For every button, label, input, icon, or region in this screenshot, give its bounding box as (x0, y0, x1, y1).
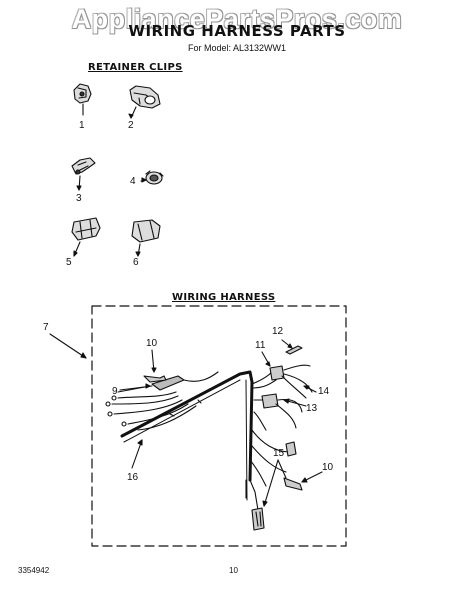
callout-11: 11 (255, 340, 266, 351)
harness-frame (91, 305, 347, 547)
callout-7: 7 (43, 322, 49, 333)
callout-15: 15 (273, 448, 285, 459)
retainer-clip-3-icon (71, 157, 96, 191)
callout-10: 10 (146, 338, 158, 349)
callout-9: 9 (112, 386, 118, 397)
retainer-clip-2-icon (128, 85, 161, 119)
retainer-clip-4-icon (140, 170, 164, 185)
retainer-clips-heading: RETAINER CLIPS (88, 62, 183, 73)
retainer-clip-6-icon (131, 219, 161, 257)
callout-6: 6 (133, 257, 139, 268)
wiring-harness-heading: WIRING HARNESS (172, 292, 276, 303)
document-number: 3354942 (18, 566, 50, 575)
callout-5: 5 (66, 257, 72, 268)
retainer-clip-1-icon (73, 83, 92, 116)
callout-1: 1 (79, 120, 85, 131)
model-label: For Model: AL3132WW1 (187, 43, 287, 53)
callout-10-lower: 10 (322, 462, 334, 473)
page-number: 10 (229, 566, 238, 575)
retainer-clip-5-icon (71, 217, 101, 257)
callout-14: 14 (318, 386, 330, 397)
callout-4: 4 (130, 176, 136, 187)
callout-13: 13 (306, 403, 318, 414)
callout-2: 2 (128, 120, 134, 131)
watermark: AppliancePartsPros.com (71, 4, 403, 34)
callout-12: 12 (272, 326, 284, 337)
page-title: WIRING HARNESS PARTS (128, 22, 346, 40)
callout-16: 16 (127, 472, 139, 483)
wiring-harness-icon (105, 339, 323, 531)
callout-3: 3 (76, 193, 82, 204)
